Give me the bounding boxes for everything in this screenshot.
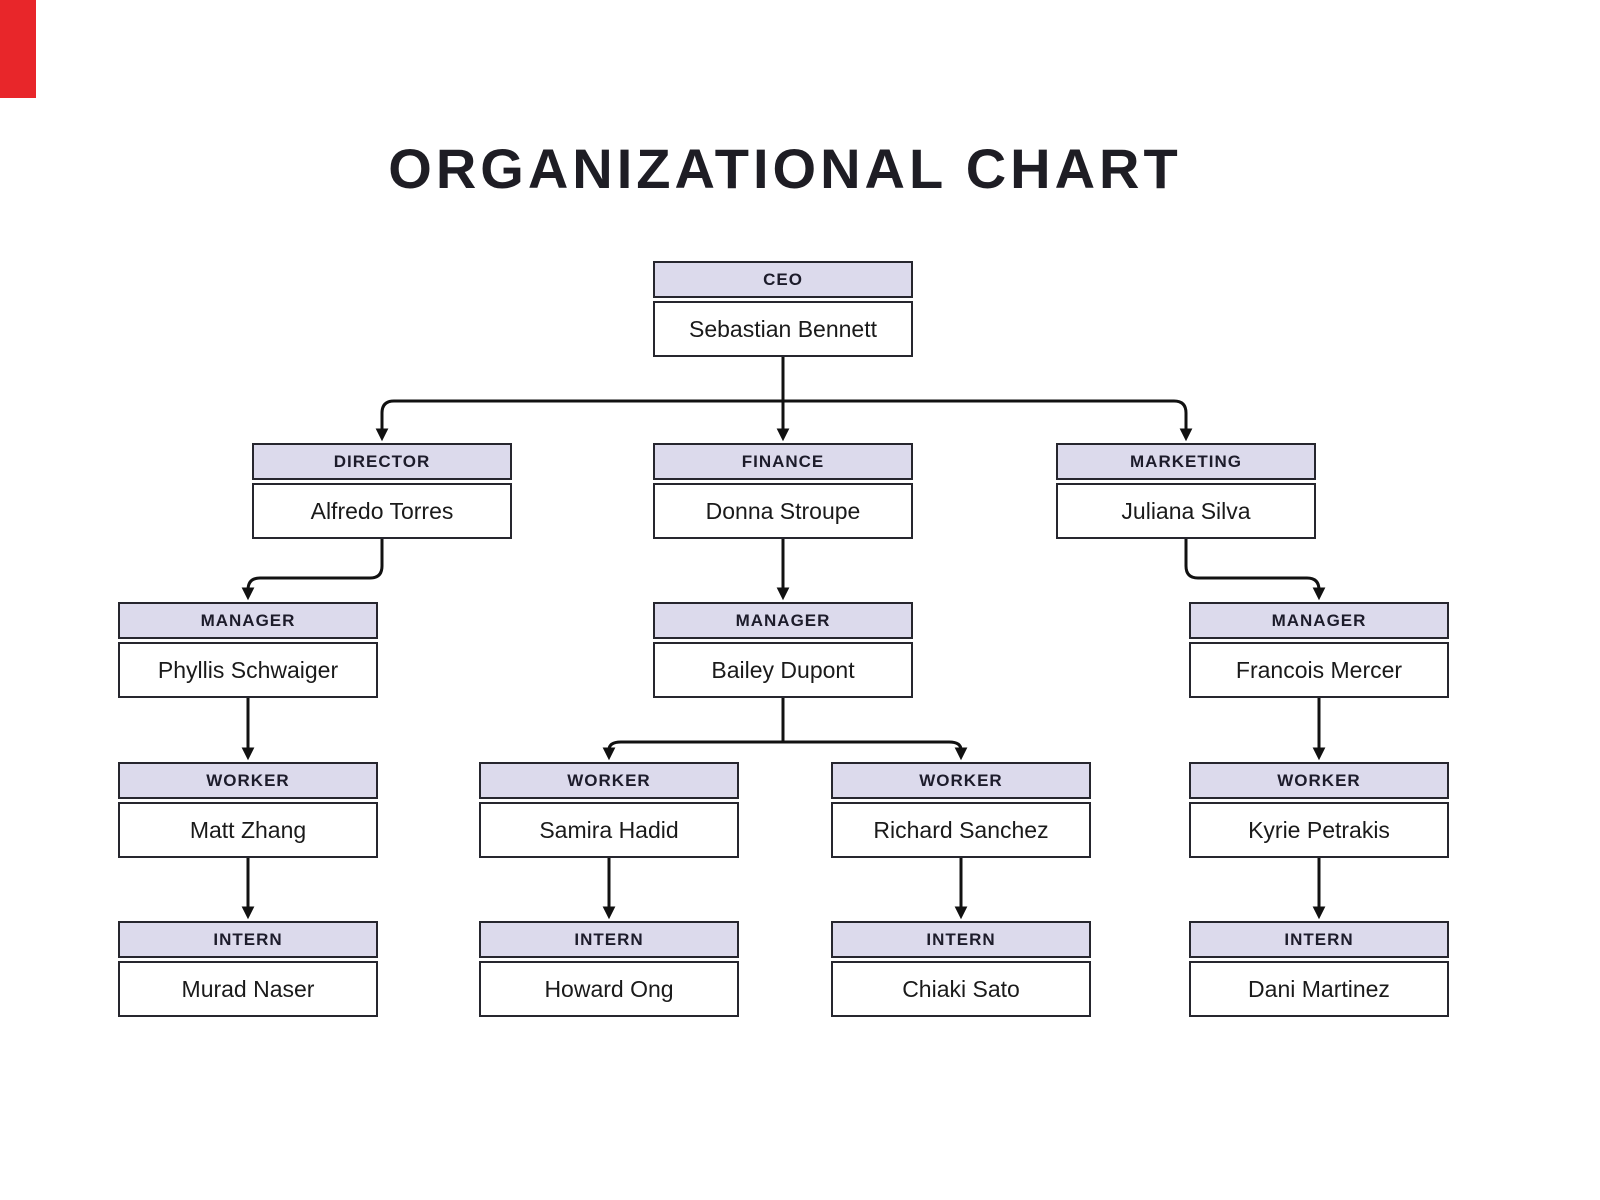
- person-name: Murad Naser: [118, 961, 378, 1017]
- person-name: Sebastian Bennett: [653, 301, 913, 357]
- role-header: WORKER: [479, 762, 739, 799]
- role-header: CEO: [653, 261, 913, 298]
- person-name: Phyllis Schwaiger: [118, 642, 378, 698]
- role-header: MANAGER: [653, 602, 913, 639]
- org-node-worker-director: WORKER Matt Zhang: [118, 762, 378, 858]
- person-name: Bailey Dupont: [653, 642, 913, 698]
- edge-director-manager: [241, 539, 384, 601]
- role-header: WORKER: [118, 762, 378, 799]
- org-node-manager-director: MANAGER Phyllis Schwaiger: [118, 602, 378, 698]
- page-title: ORGANIZATIONAL CHART: [388, 137, 1182, 200]
- role-header: MARKETING: [1056, 443, 1316, 480]
- person-name: Howard Ong: [479, 961, 739, 1017]
- org-node-marketing: MARKETING Juliana Silva: [1056, 443, 1316, 539]
- role-header: MANAGER: [1189, 602, 1449, 639]
- person-name: Chiaki Sato: [831, 961, 1091, 1017]
- role-header: INTERN: [1189, 921, 1449, 958]
- role-header: DIRECTOR: [252, 443, 512, 480]
- org-node-intern-finance-2: INTERN Chiaki Sato: [831, 921, 1091, 1017]
- org-node-intern-director: INTERN Murad Naser: [118, 921, 378, 1017]
- person-name: Matt Zhang: [118, 802, 378, 858]
- edge-marketing-manager: [1184, 539, 1326, 601]
- person-name: Alfredo Torres: [252, 483, 512, 539]
- org-node-manager-marketing: MANAGER Francois Mercer: [1189, 602, 1449, 698]
- person-name: Juliana Silva: [1056, 483, 1316, 539]
- edge-manager-worker-samira: [602, 740, 783, 761]
- role-header: INTERN: [831, 921, 1091, 958]
- org-node-worker-finance-1: WORKER Samira Hadid: [479, 762, 739, 858]
- role-header: INTERN: [118, 921, 378, 958]
- person-name: Richard Sanchez: [831, 802, 1091, 858]
- org-node-finance: FINANCE Donna Stroupe: [653, 443, 913, 539]
- org-node-worker-marketing: WORKER Kyrie Petrakis: [1189, 762, 1449, 858]
- person-name: Kyrie Petrakis: [1189, 802, 1449, 858]
- org-node-manager-finance: MANAGER Bailey Dupont: [653, 602, 913, 698]
- corner-accent-ribbon: [0, 0, 36, 98]
- role-header: WORKER: [831, 762, 1091, 799]
- org-node-ceo: CEO Sebastian Bennett: [653, 261, 913, 357]
- org-node-director: DIRECTOR Alfredo Torres: [252, 443, 512, 539]
- edge-ceo-marketing: [783, 399, 1193, 442]
- edge-manager-worker-richard: [783, 740, 968, 761]
- person-name: Donna Stroupe: [653, 483, 913, 539]
- org-node-worker-finance-2: WORKER Richard Sanchez: [831, 762, 1091, 858]
- role-header: FINANCE: [653, 443, 913, 480]
- person-name: Samira Hadid: [479, 802, 739, 858]
- role-header: WORKER: [1189, 762, 1449, 799]
- person-name: Francois Mercer: [1189, 642, 1449, 698]
- role-header: INTERN: [479, 921, 739, 958]
- edge-ceo-director: [375, 399, 783, 442]
- person-name: Dani Martinez: [1189, 961, 1449, 1017]
- org-node-intern-finance-1: INTERN Howard Ong: [479, 921, 739, 1017]
- role-header: MANAGER: [118, 602, 378, 639]
- org-node-intern-marketing: INTERN Dani Martinez: [1189, 921, 1449, 1017]
